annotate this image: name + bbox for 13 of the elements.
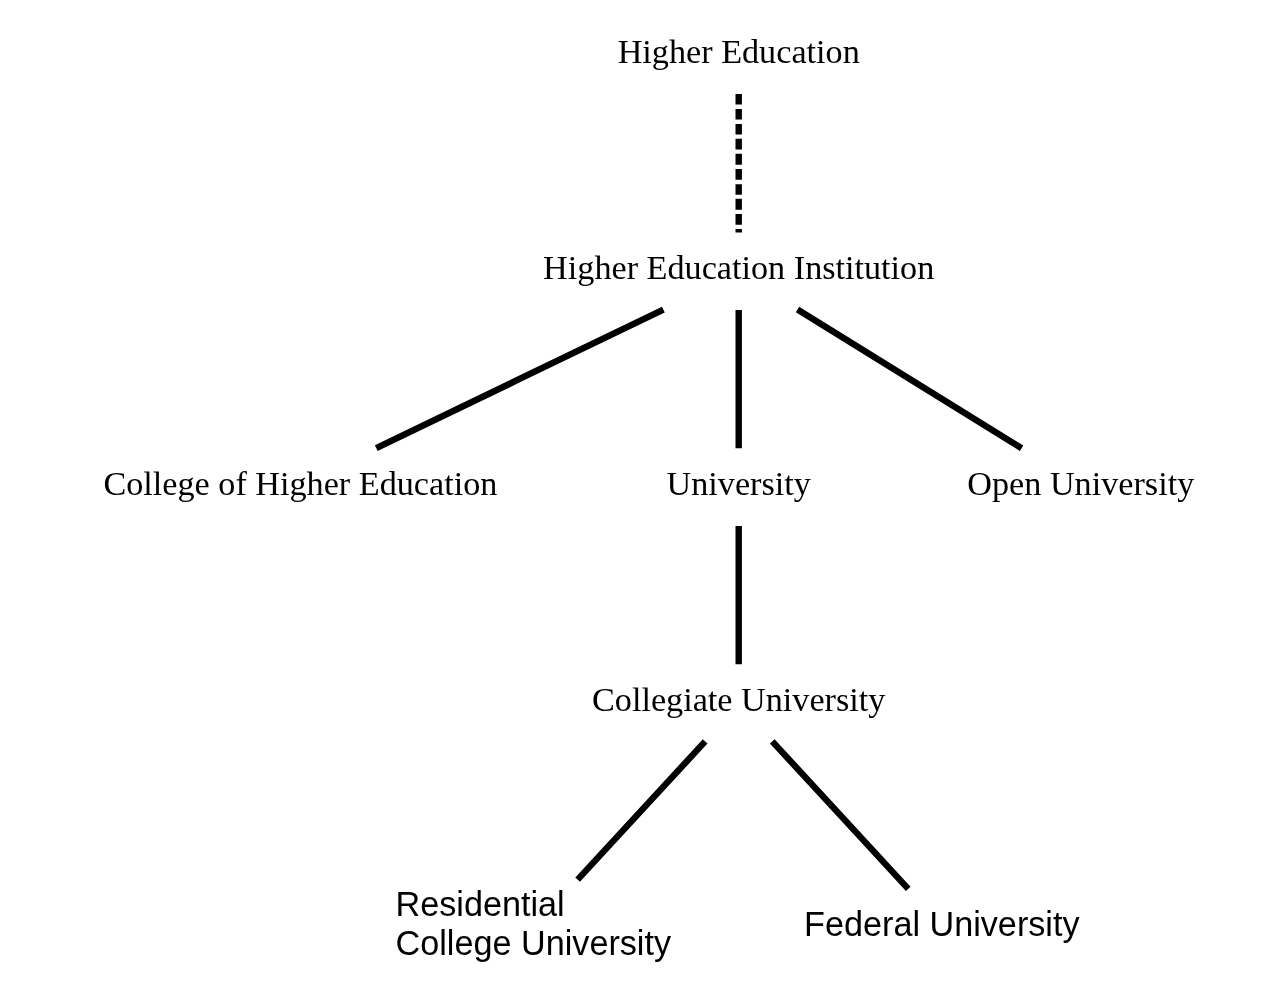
connector — [374, 306, 665, 452]
node-text: Federal University — [804, 904, 1080, 943]
node-text: Open University — [967, 465, 1195, 503]
node-text: Higher Education Institution — [543, 249, 935, 287]
connector — [575, 739, 708, 882]
connector — [769, 739, 911, 891]
connector — [735, 525, 742, 665]
node-text: Higher Education — [617, 33, 860, 71]
node-text: Collegiate University — [592, 681, 886, 719]
node-text: Residential College University — [395, 885, 672, 962]
node-text: University — [666, 465, 811, 503]
node-text: College of Higher Education — [103, 465, 498, 503]
connector — [795, 306, 1024, 451]
